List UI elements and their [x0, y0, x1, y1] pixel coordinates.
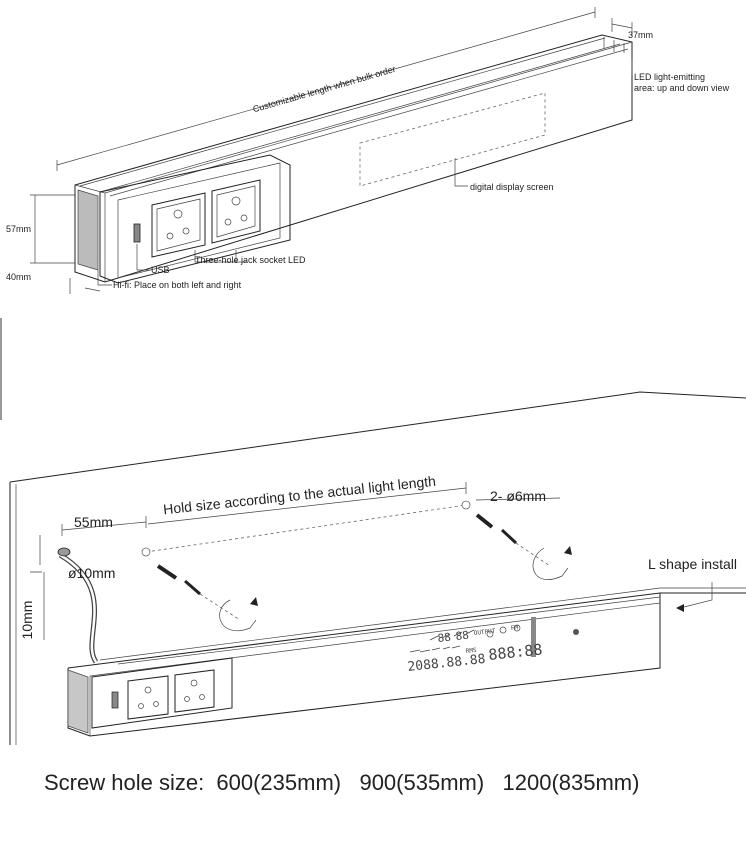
mount-hole-left	[141, 547, 151, 557]
power-button-icon	[573, 629, 579, 635]
lcd-display: 88 88 OUTPUT FM RMS 2088.88.88 888:88	[407, 617, 579, 675]
height-label: 57mm	[6, 224, 31, 234]
install-view: 88 88 OUTPUT FM RMS 2088.88.88 888:88	[9, 391, 746, 745]
hole-size-label: Hold size according to the actual light …	[162, 473, 436, 518]
lcd-small-1: 88	[437, 631, 452, 645]
socket-install-2	[174, 669, 215, 713]
screw-right	[475, 513, 551, 567]
socket-top-1	[151, 192, 206, 258]
screw-left	[156, 564, 241, 621]
hifi-grille-install	[67, 669, 89, 734]
bottom-label: 40mm	[6, 272, 31, 282]
mount-hole-right	[461, 500, 471, 510]
product-top-view	[30, 7, 633, 294]
socket-top-2	[211, 179, 261, 244]
rotation-arrow-right	[532, 547, 569, 580]
rotation-arrow-left	[219, 599, 257, 632]
led-label-line1: LED light-emitting	[634, 72, 705, 82]
socket-install-1	[127, 675, 169, 720]
dim-edge-offset	[61, 516, 147, 536]
screw-hole-sizes: Screw hole size: 600(235mm) 900(535mm) 1…	[44, 770, 639, 795]
depth-label: 37mm	[628, 30, 653, 40]
install-label: L shape install	[648, 556, 737, 572]
cable-hole-label: ø10mm	[68, 565, 115, 581]
hifi-grille-top	[77, 189, 99, 271]
screw-diam-label: 2- ø6mm	[490, 488, 546, 504]
dim-screw-diam	[475, 497, 561, 501]
cable-offset-label: 10mm	[19, 601, 35, 640]
install-leader	[679, 582, 713, 609]
display-screen-outline	[359, 92, 546, 187]
length-label: Customizable length when bulk order	[252, 64, 397, 114]
usb-port-top	[133, 223, 141, 243]
usb-port-install	[111, 691, 119, 709]
usb-label: USB	[151, 265, 170, 275]
lcd-digits-main: 2088.88.88	[407, 652, 486, 675]
hifi-label: Hi-fi: Place on both left and right	[113, 280, 242, 290]
led-label-line2: area: up and down view	[634, 83, 730, 93]
dim-cable	[30, 535, 45, 640]
lcd-tag-ac: RMS	[465, 647, 477, 655]
lcd-tag-top: OUTPUT	[473, 628, 496, 637]
lcd-digits-right: 888:88	[488, 640, 544, 664]
lcd-small-2: 88	[455, 629, 470, 643]
socket-label: Three-hole jack socket LED	[195, 255, 306, 265]
dim-hole-spacing	[147, 482, 467, 525]
display-label: digital display screen	[470, 182, 554, 192]
edge-offset-label: 55mm	[74, 514, 113, 530]
lcd-tag-fm: FM	[510, 624, 518, 632]
